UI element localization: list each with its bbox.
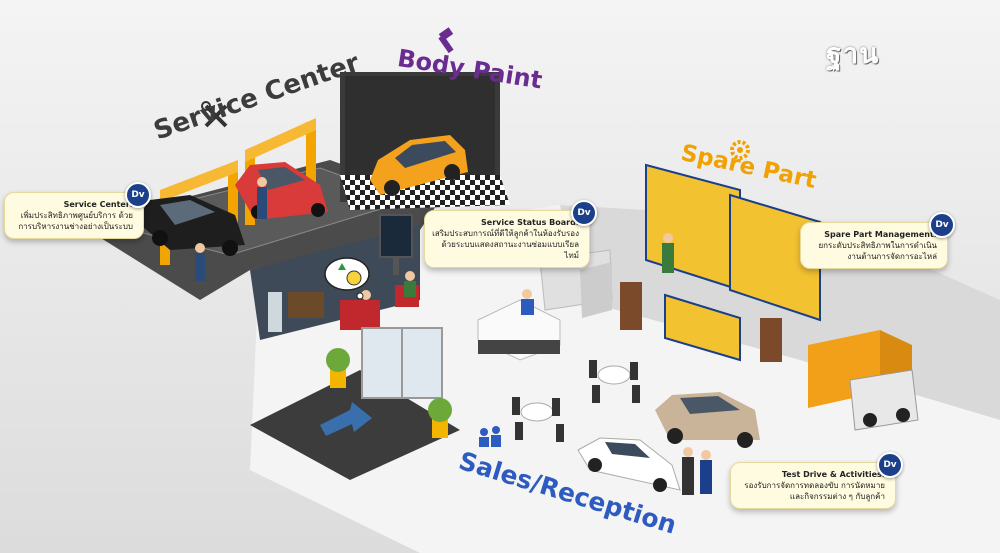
entrance-arrow xyxy=(320,402,372,436)
delivery-truck xyxy=(808,330,919,431)
callout-title: Test Drive & Activities: xyxy=(781,470,885,479)
brand-logo: ฐาน xyxy=(826,37,880,70)
paint-car xyxy=(370,135,468,196)
dv-badge-icon: Dv xyxy=(571,200,597,226)
wrench-icon xyxy=(201,101,228,128)
dv-badge-icon: Dv xyxy=(929,212,955,238)
paint-brush-icon xyxy=(438,27,454,54)
waiting-area xyxy=(268,271,419,332)
callout-service-status-board: Dv Service Status Board: เสริมประสบการณ์… xyxy=(424,200,597,268)
people-icon xyxy=(479,426,501,447)
service-car-black xyxy=(135,195,245,256)
callout-title: Service Status Board: xyxy=(481,218,579,227)
callout-body: รองรับการจัดการทดลองขับ การนัดหมาย และกิ… xyxy=(744,481,885,501)
callout-title: Service Center: xyxy=(63,200,133,209)
lounge-tables xyxy=(512,360,640,442)
callout-body: เสริมประสบการณ์ที่ดีให้ลูกค้าในห้องรับรอ… xyxy=(432,229,579,260)
mechanic-figure xyxy=(195,177,267,281)
showroom-car-beige xyxy=(655,392,760,448)
callout-service-center: Dv Service Center: เพิ่มประสิทธิภาพศูนย์… xyxy=(4,182,151,239)
callout-spare-part-management: Dv Spare Part Management: ยกระดับประสิทธ… xyxy=(800,212,955,269)
spare-part-racks xyxy=(645,163,821,362)
plant-pot xyxy=(326,348,452,438)
callout-test-drive: Dv Test Drive & Activities: รองรับการจัด… xyxy=(730,452,903,509)
callout-body: เพิ่มประสิทธิภาพศูนย์บริการ ด้วยการบริหา… xyxy=(18,211,133,231)
showroom-car-white xyxy=(577,437,681,492)
callout-title: Spare Part Management: xyxy=(824,230,937,239)
reception-desk xyxy=(477,289,561,361)
dv-badge-icon: Dv xyxy=(125,182,151,208)
thought-bubble xyxy=(324,257,370,300)
callout-body: ยกระดับประสิทธิภาพในการดำเนินงานด้านการจ… xyxy=(818,241,937,261)
status-board-screen xyxy=(379,214,413,258)
salespeople xyxy=(682,447,712,495)
dv-badge-icon: Dv xyxy=(877,452,903,478)
gear-icon xyxy=(730,140,750,160)
